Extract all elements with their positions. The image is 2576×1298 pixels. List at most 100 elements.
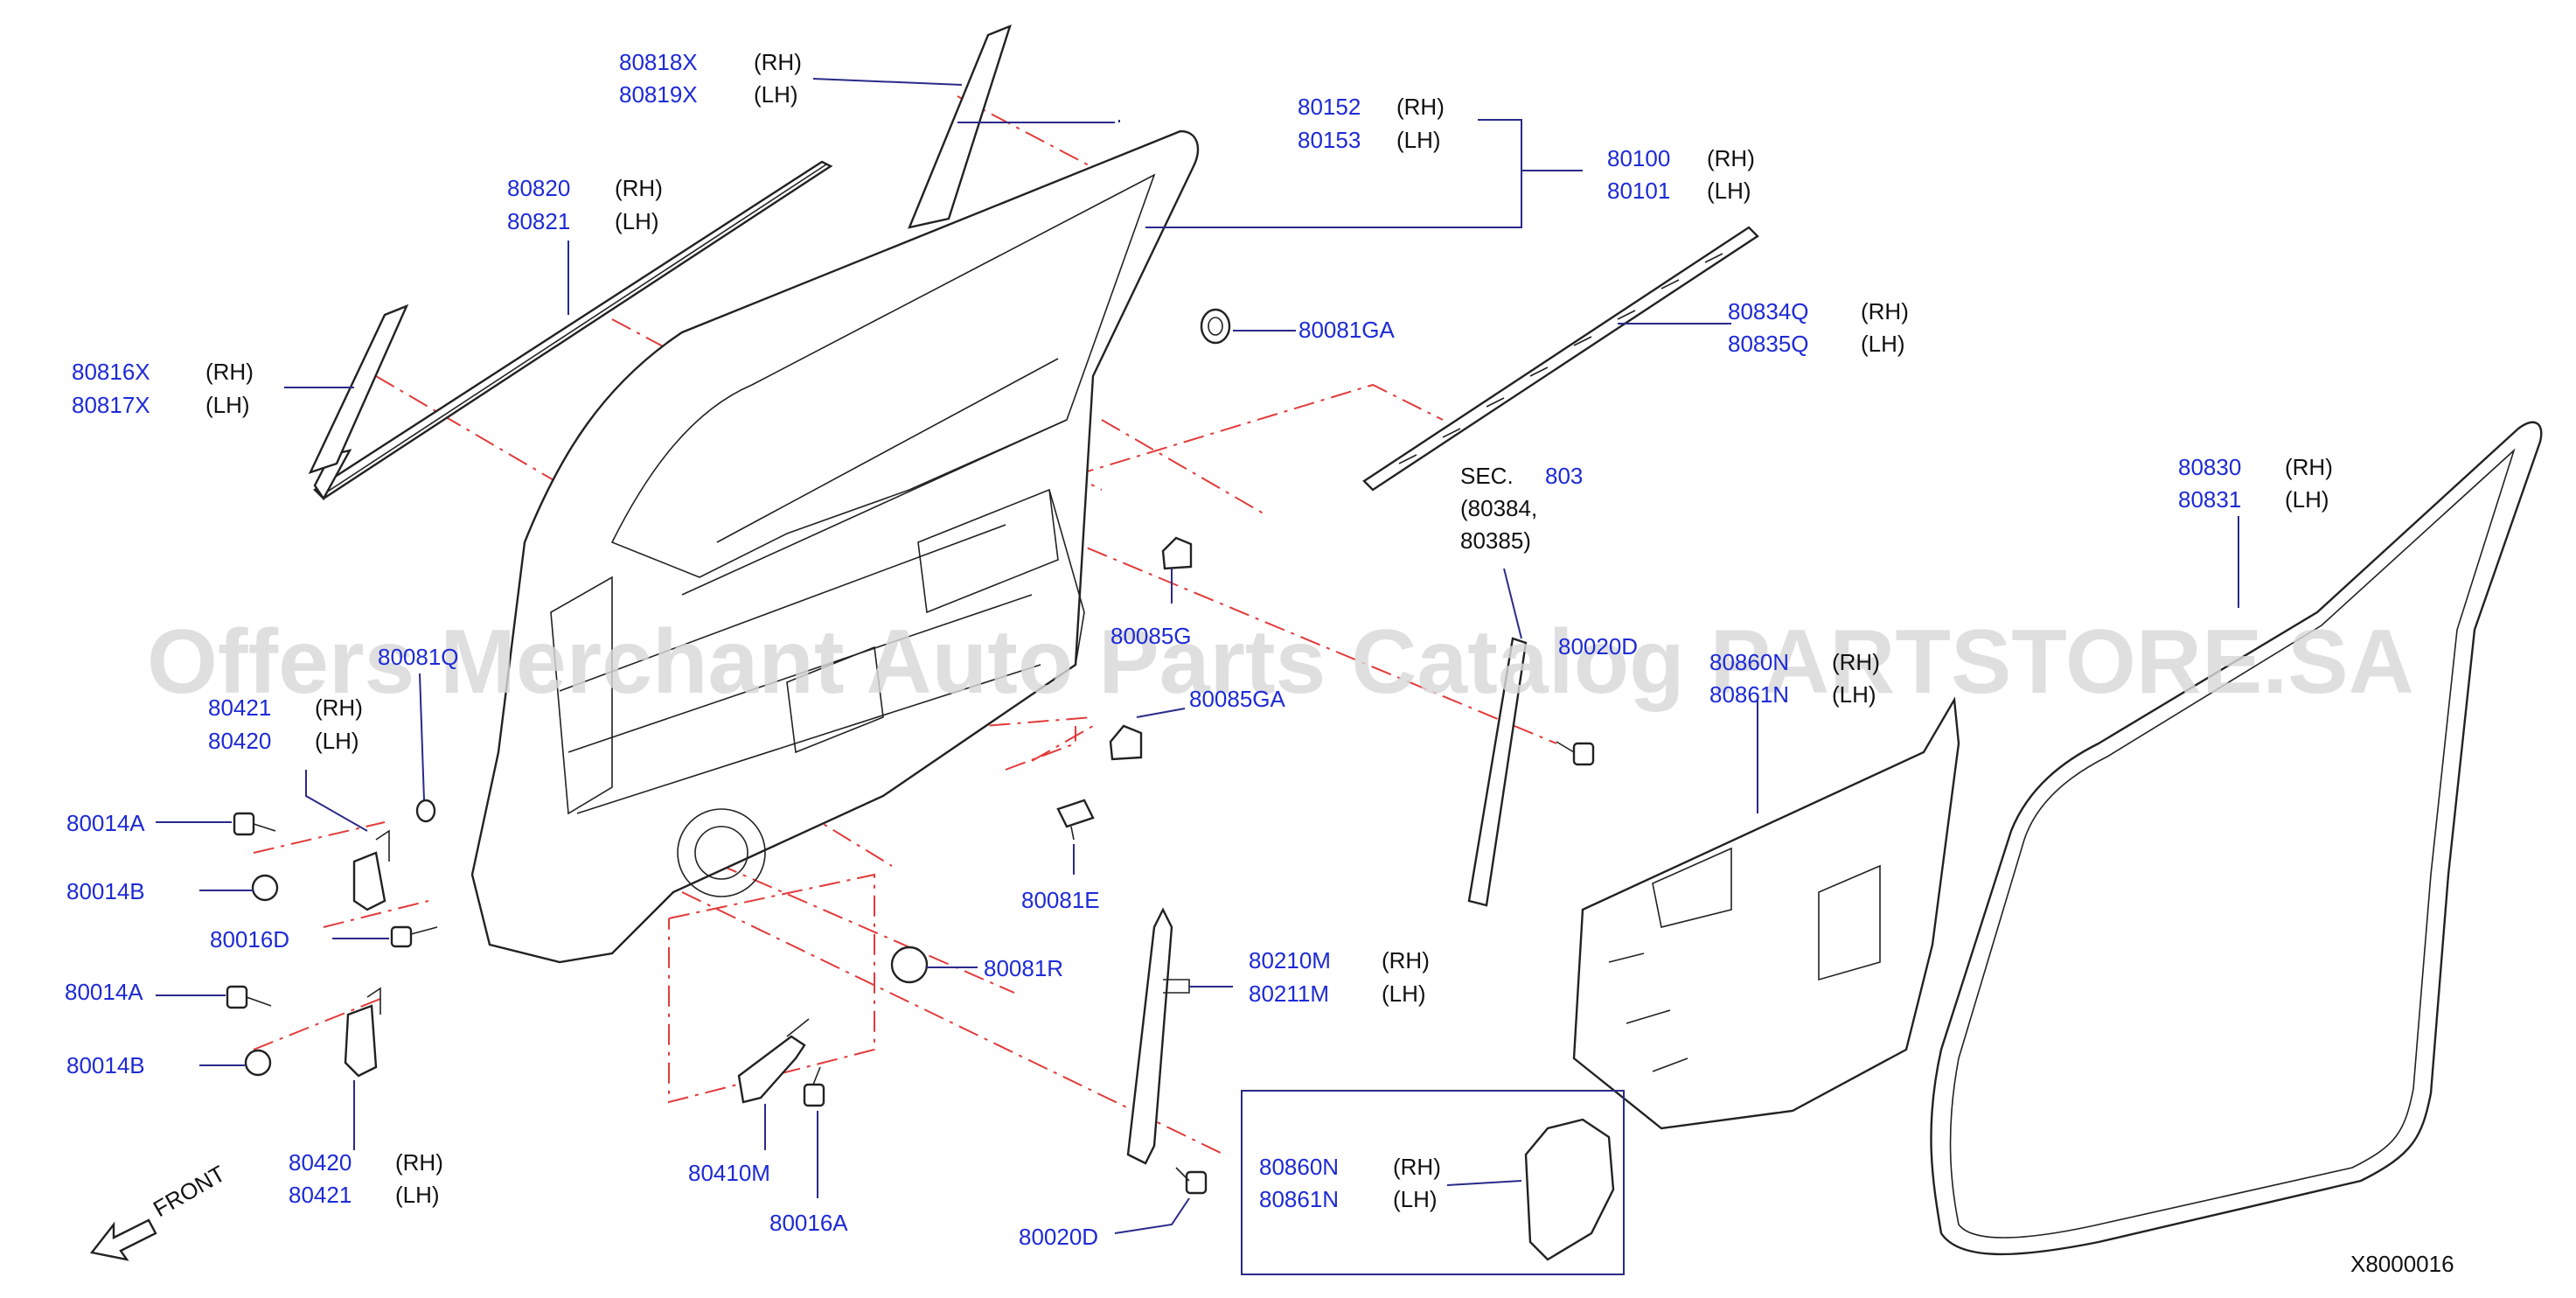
svg-text:80820: 80820 xyxy=(507,175,570,201)
svg-text:(RH): (RH) xyxy=(754,49,802,75)
svg-text:80861N: 80861N xyxy=(1709,681,1789,708)
svg-text:(RH): (RH) xyxy=(205,359,254,385)
svg-text:80421: 80421 xyxy=(208,694,271,721)
label-80085ga: 80085GA xyxy=(1189,686,1286,712)
sealing-screen xyxy=(1572,696,1960,1130)
svg-text:80817X: 80817X xyxy=(72,392,150,418)
svg-text:(80384,: (80384, xyxy=(1460,495,1537,521)
svg-text:80101: 80101 xyxy=(1607,178,1670,204)
svg-text:(RH): (RH) xyxy=(1393,1154,1441,1180)
svg-text:80081Q: 80081Q xyxy=(378,644,459,670)
front-arrow-icon xyxy=(89,1218,157,1261)
watermark: Offers Merchant Auto Parts Catalog PARTS… xyxy=(147,611,2414,713)
svg-text:(LH): (LH) xyxy=(1861,331,1905,357)
svg-text:(LH): (LH) xyxy=(205,392,250,418)
bolt-80020d-bot xyxy=(1175,1167,1208,1195)
label-80014a-1: 80014A xyxy=(66,810,145,836)
svg-text:80014B: 80014B xyxy=(66,878,145,904)
label-80100: 80100 (RH) 80101 (LH) xyxy=(1607,145,1755,204)
svg-text:80020D: 80020D xyxy=(1019,1224,1098,1250)
svg-text:80100: 80100 xyxy=(1607,145,1670,171)
sash-trim-rear xyxy=(908,24,1012,229)
sash-channel-sec803 xyxy=(1467,637,1528,907)
label-80152: 80152 (RH) 80153 (LH) xyxy=(1298,94,1445,153)
svg-text:(LH): (LH) xyxy=(1707,178,1751,204)
svg-text:(RH): (RH) xyxy=(315,694,363,721)
label-80210m: 80210M (RH) 80211M (LH) xyxy=(1249,947,1430,1007)
svg-text:80819X: 80819X xyxy=(619,81,698,108)
svg-text:80385): 80385) xyxy=(1460,527,1531,554)
svg-text:80860N: 80860N xyxy=(1259,1154,1339,1180)
label-80860n-top: 80860N (RH) 80861N (LH) xyxy=(1709,649,1880,708)
svg-text:80020D: 80020D xyxy=(1558,633,1638,659)
svg-text:(RH): (RH) xyxy=(395,1149,443,1176)
svg-text:(RH): (RH) xyxy=(1382,947,1430,974)
svg-text:80818X: 80818X xyxy=(619,49,698,75)
bolt-80020d-top xyxy=(1556,741,1595,766)
svg-text:80085G: 80085G xyxy=(1110,623,1192,649)
bolt-80016d xyxy=(390,925,438,948)
front-label: FRONT xyxy=(149,1160,230,1222)
svg-text:803: 803 xyxy=(1545,463,1583,489)
outer-weatherstrip xyxy=(1930,421,2543,1256)
label-80085g: 80085G xyxy=(1110,623,1192,649)
label-80420-bot: 80420 (RH) 80421 (LH) xyxy=(289,1149,443,1208)
svg-text:80861N: 80861N xyxy=(1259,1186,1339,1212)
nut-80014b-2 xyxy=(244,1049,272,1077)
label-80014b-2: 80014B xyxy=(66,1052,145,1078)
label-80020d-bot: 80020D xyxy=(1019,1224,1098,1250)
sash-trim-front xyxy=(308,304,409,475)
svg-text:80834Q: 80834Q xyxy=(1728,298,1809,324)
label-80020d-top: 80020D xyxy=(1558,633,1638,659)
svg-text:80410M: 80410M xyxy=(688,1160,770,1186)
label-80081ga: 80081GA xyxy=(1298,317,1396,343)
bolt-80016a xyxy=(803,1066,825,1107)
door-shell xyxy=(470,129,1200,964)
svg-text:80153: 80153 xyxy=(1298,127,1361,153)
nut-80014b-1 xyxy=(251,874,279,902)
svg-text:(LH): (LH) xyxy=(1832,681,1876,708)
svg-text:80210M: 80210M xyxy=(1249,947,1331,974)
detail-box xyxy=(1241,1090,1625,1275)
svg-text:80830: 80830 xyxy=(2178,454,2241,480)
label-80816x: 80816X (RH) 80817X (LH) xyxy=(72,359,254,418)
svg-text:(LH): (LH) xyxy=(315,728,359,754)
svg-text:(RH): (RH) xyxy=(1396,94,1445,120)
label-80860n-box: 80860N (RH) 80861N (LH) xyxy=(1259,1154,1441,1212)
label-80016a: 80016A xyxy=(769,1210,848,1236)
svg-text:80081R: 80081R xyxy=(984,955,1063,981)
bolt-80014a-1 xyxy=(233,812,276,836)
label-80016d: 80016D xyxy=(210,926,289,953)
svg-text:SEC.: SEC. xyxy=(1460,463,1514,489)
svg-text:80152: 80152 xyxy=(1298,94,1361,120)
svg-text:(RH): (RH) xyxy=(1832,649,1880,675)
label-80830: 80830 (RH) 80831 (LH) xyxy=(2178,454,2333,513)
svg-text:80211M: 80211M xyxy=(1249,980,1329,1007)
svg-text:80016A: 80016A xyxy=(769,1210,848,1236)
svg-text:80085GA: 80085GA xyxy=(1189,686,1286,712)
svg-text:(LH): (LH) xyxy=(2285,486,2329,513)
bolt-80014a-2 xyxy=(226,985,272,1009)
svg-text:80821: 80821 xyxy=(507,208,570,234)
svg-text:80014A: 80014A xyxy=(65,979,143,1005)
sash-channel-80210m xyxy=(1126,907,1190,1165)
door-check xyxy=(737,1018,810,1104)
svg-text:80420: 80420 xyxy=(289,1149,352,1176)
svg-text:80081E: 80081E xyxy=(1021,887,1100,913)
svg-text:80014B: 80014B xyxy=(66,1052,145,1078)
label-80818x: 80818X (RH) 80819X (LH) xyxy=(619,49,802,108)
svg-text:(RH): (RH) xyxy=(2285,454,2333,480)
svg-text:(LH): (LH) xyxy=(1396,127,1441,153)
svg-text:(RH): (RH) xyxy=(1861,298,1909,324)
svg-text:80816X: 80816X xyxy=(72,359,150,385)
inner-weatherstrip xyxy=(1362,226,1759,492)
clip-80081e xyxy=(1056,799,1095,841)
hinge-lower xyxy=(344,987,381,1078)
svg-text:80835Q: 80835Q xyxy=(1728,331,1809,357)
section-ref: SEC. 803 (80384, 80385) xyxy=(1460,463,1583,554)
svg-text:(LH): (LH) xyxy=(1393,1186,1438,1212)
diagram-code: X8000016 xyxy=(2350,1251,2454,1277)
svg-text:80016D: 80016D xyxy=(210,926,289,953)
svg-text:(LH): (LH) xyxy=(615,208,659,234)
